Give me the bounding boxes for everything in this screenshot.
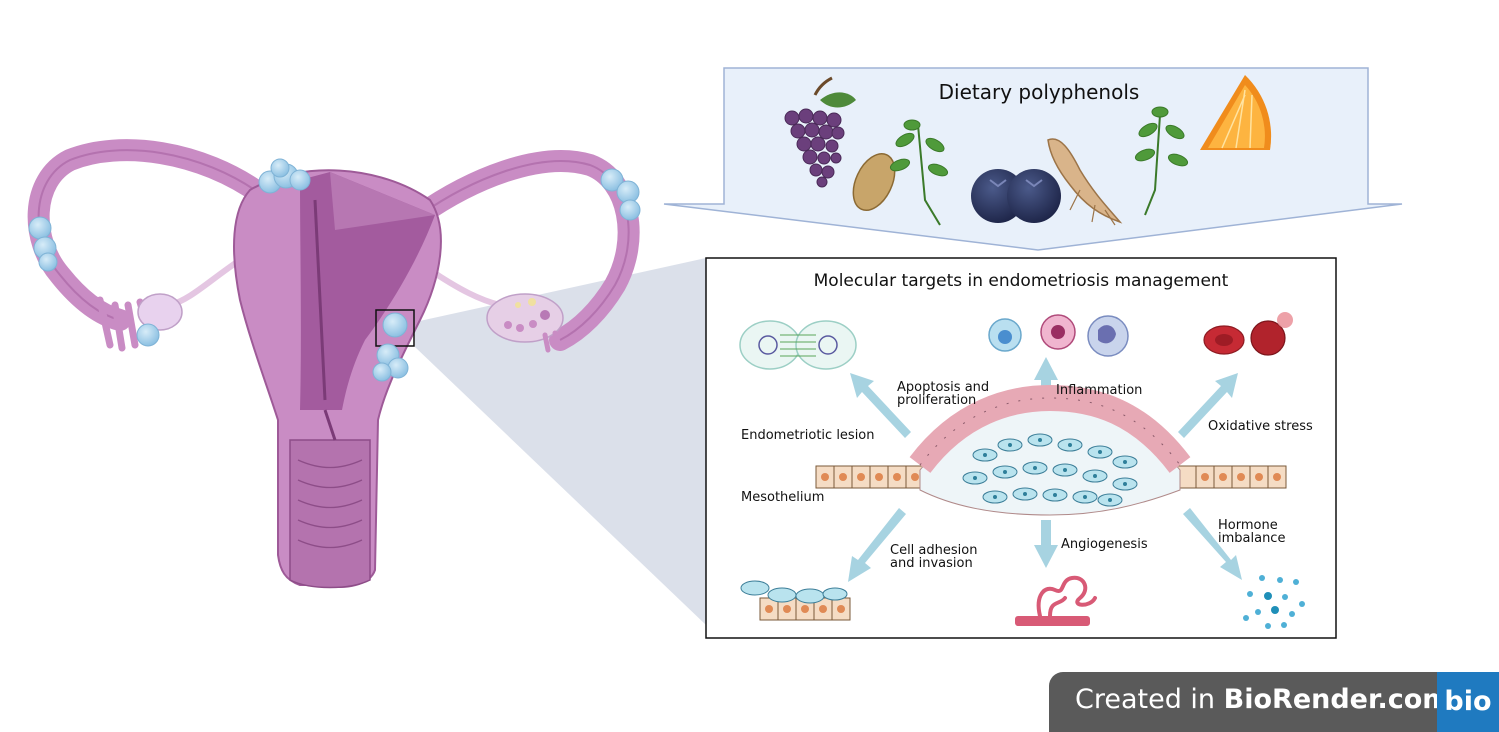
seed-icon bbox=[852, 153, 896, 211]
dividing-cell-icon bbox=[739, 320, 857, 370]
blood-vessel-icon bbox=[1015, 575, 1097, 626]
label-oxidative-stress: Oxidative stress bbox=[1208, 419, 1313, 434]
blueberries-icon bbox=[971, 169, 1061, 223]
polyphenol-banner bbox=[663, 67, 1403, 251]
label-mesothelium: Mesothelium bbox=[741, 490, 825, 505]
effect-arrows bbox=[848, 357, 1242, 582]
credit-prefix: Created in bbox=[1075, 684, 1224, 715]
adhesion-cells-icon bbox=[740, 580, 851, 621]
biorender-badge[interactable]: Created in BioRender.com bio bbox=[1049, 672, 1499, 732]
dietary-polyphenols-title: Dietary polyphenols bbox=[938, 80, 1140, 104]
root-icon bbox=[1047, 138, 1123, 226]
label-cell-adhesion: Cell adhesion and invasion bbox=[890, 543, 978, 571]
biorender-credit: Created in BioRender.com bbox=[1075, 684, 1450, 715]
immune-cells-icon bbox=[988, 314, 1129, 357]
orange-slice-icon bbox=[1200, 75, 1272, 150]
molecular-targets-title: Molecular targets in endometriosis manag… bbox=[813, 271, 1229, 291]
credit-brand: BioRender.com bbox=[1223, 684, 1451, 715]
endometriotic-lesion-tissue bbox=[909, 384, 1191, 516]
label-inflammation: Inflammation bbox=[1056, 383, 1143, 398]
herb-icon bbox=[889, 119, 949, 226]
label-hormone-imbalance: Hormone imbalance bbox=[1218, 518, 1286, 546]
uterus-illustration bbox=[27, 139, 641, 589]
biorender-logo: bio bbox=[1437, 672, 1499, 732]
zoom-projection bbox=[415, 258, 706, 625]
herb-icon-2 bbox=[1134, 106, 1189, 216]
hormone-particles-icon bbox=[1243, 575, 1305, 629]
label-endometriotic-lesion: Endometriotic lesion bbox=[741, 428, 875, 443]
red-blood-cells-icon bbox=[1203, 312, 1293, 356]
label-angiogenesis: Angiogenesis bbox=[1061, 537, 1148, 552]
grapes-icon bbox=[784, 76, 856, 188]
lesion-cluster bbox=[28, 158, 641, 382]
label-apoptosis: Apoptosis and proliferation bbox=[897, 380, 990, 408]
